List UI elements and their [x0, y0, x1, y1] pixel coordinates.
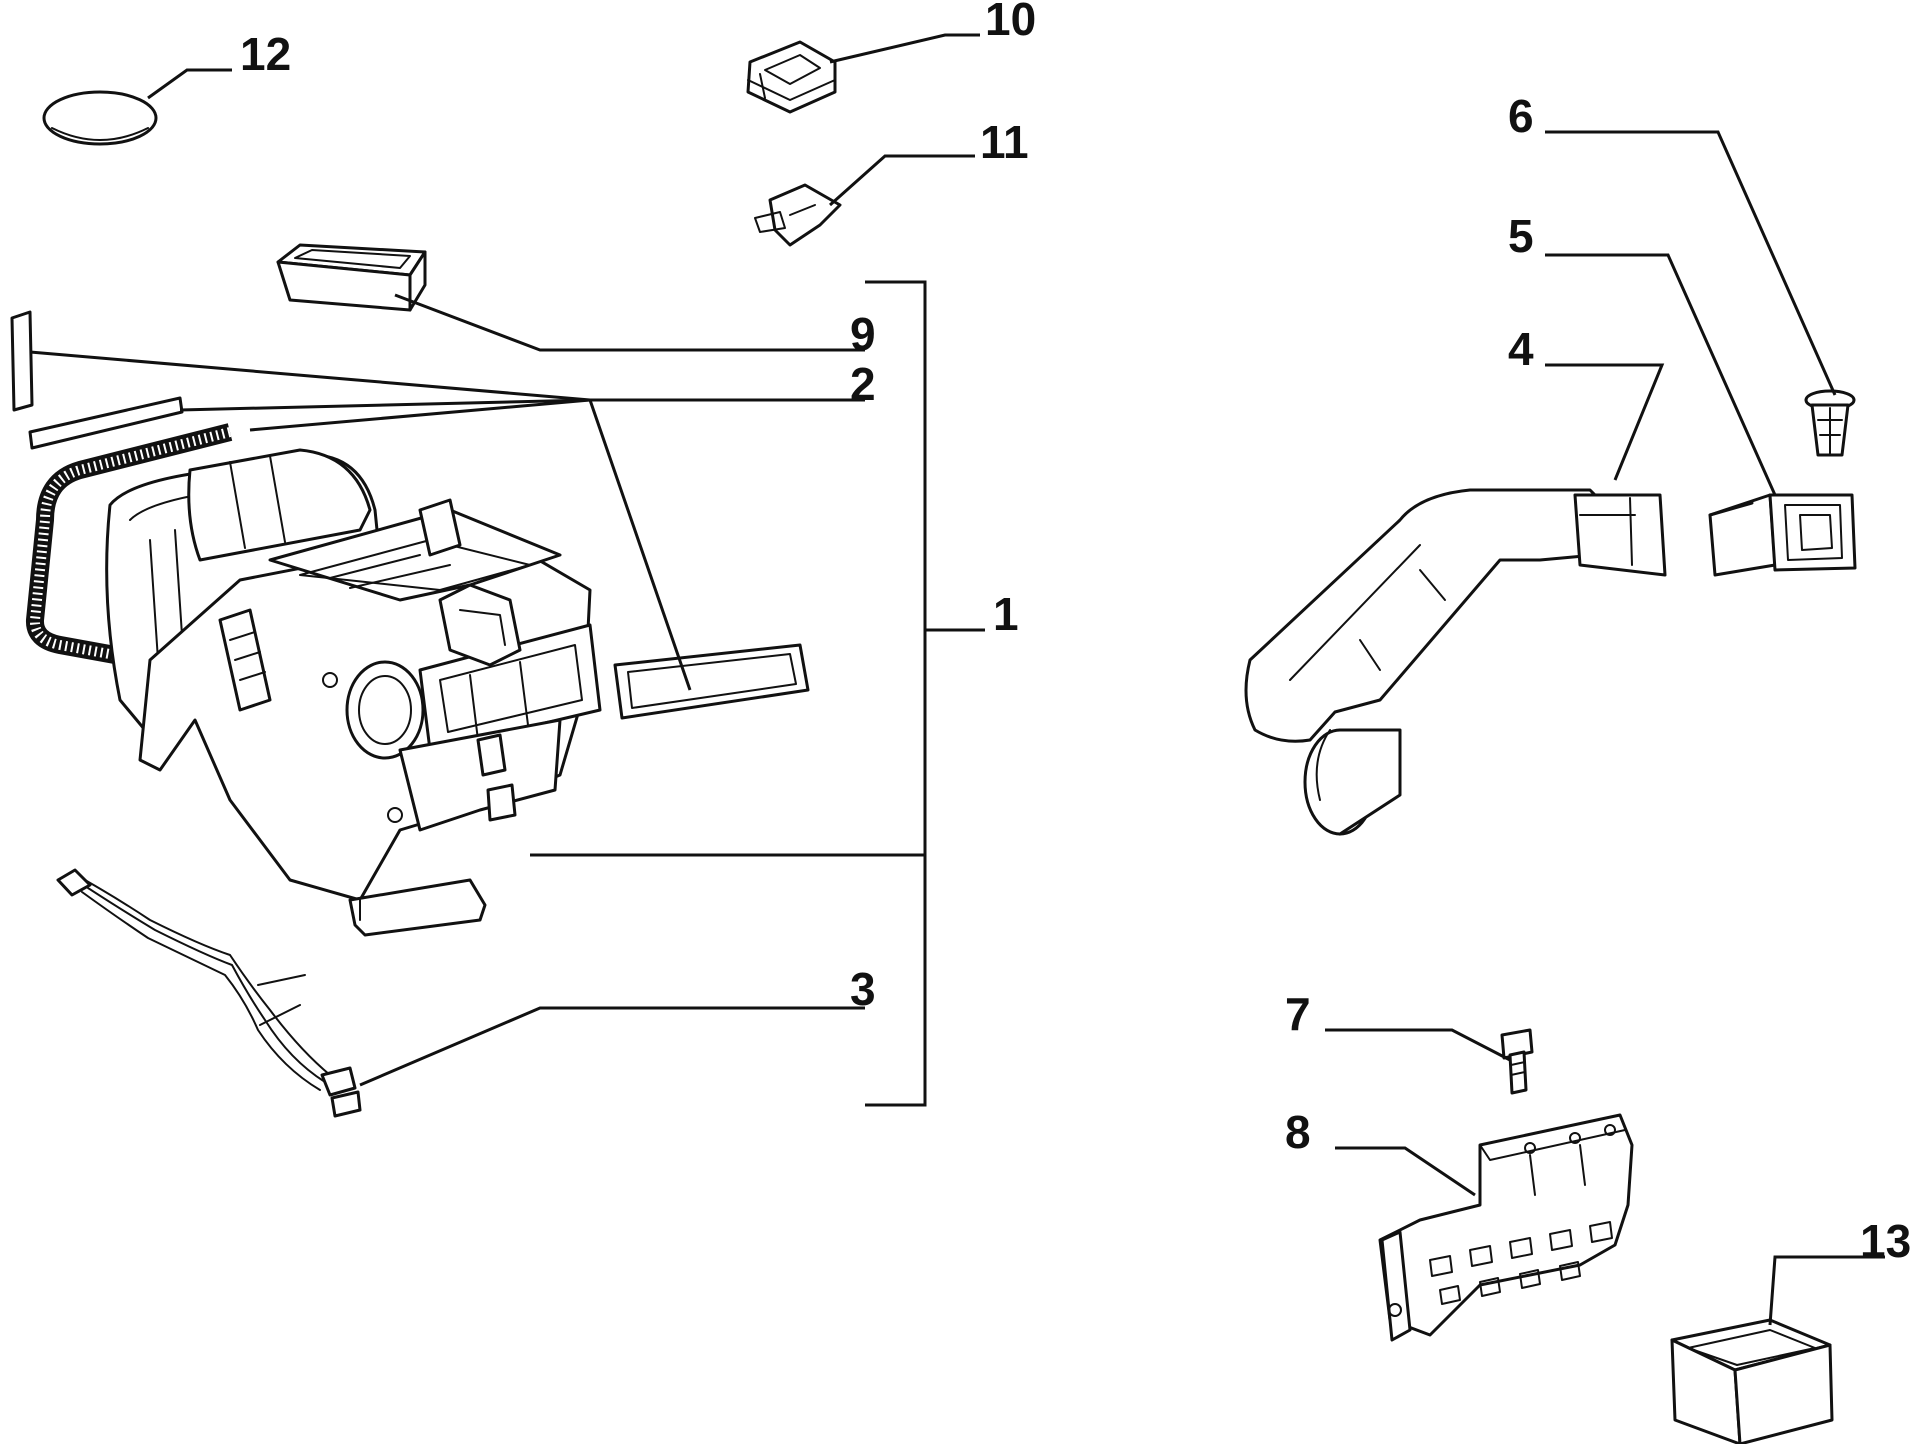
label-8: 8	[1285, 1106, 1311, 1158]
label-1: 1	[993, 588, 1019, 640]
part-3-wiring-harness	[56, 868, 362, 1118]
part-4-duct	[1244, 488, 1667, 836]
label-13: 13	[1860, 1215, 1911, 1267]
callout-labels: 12 10 11 9 2 1 3 6 5 4 7 8 13	[240, 0, 1911, 1267]
leader-lines	[29, 33, 1885, 1326]
label-2: 2	[850, 358, 876, 410]
part-2-seals	[10, 310, 810, 720]
part-11-sensor	[754, 183, 842, 247]
label-7: 7	[1285, 988, 1311, 1040]
label-10: 10	[985, 0, 1036, 45]
part-9-filter	[276, 243, 427, 312]
label-3: 3	[850, 963, 876, 1015]
part-10-clip	[746, 40, 837, 114]
part-5-vent-outlet	[1708, 493, 1857, 577]
part-6-push-clip	[1804, 389, 1856, 457]
part-1-heater-assembly	[105, 448, 602, 937]
label-4: 4	[1508, 323, 1534, 375]
part-7-bolt	[1500, 1028, 1534, 1095]
label-5: 5	[1508, 210, 1534, 262]
part-13-relay	[1670, 1318, 1834, 1444]
part-12-plug	[42, 90, 158, 146]
label-6: 6	[1508, 90, 1534, 142]
label-11: 11	[980, 116, 1029, 168]
part-8-bracket	[1378, 1113, 1634, 1342]
label-9: 9	[850, 308, 876, 360]
label-12: 12	[240, 28, 291, 80]
